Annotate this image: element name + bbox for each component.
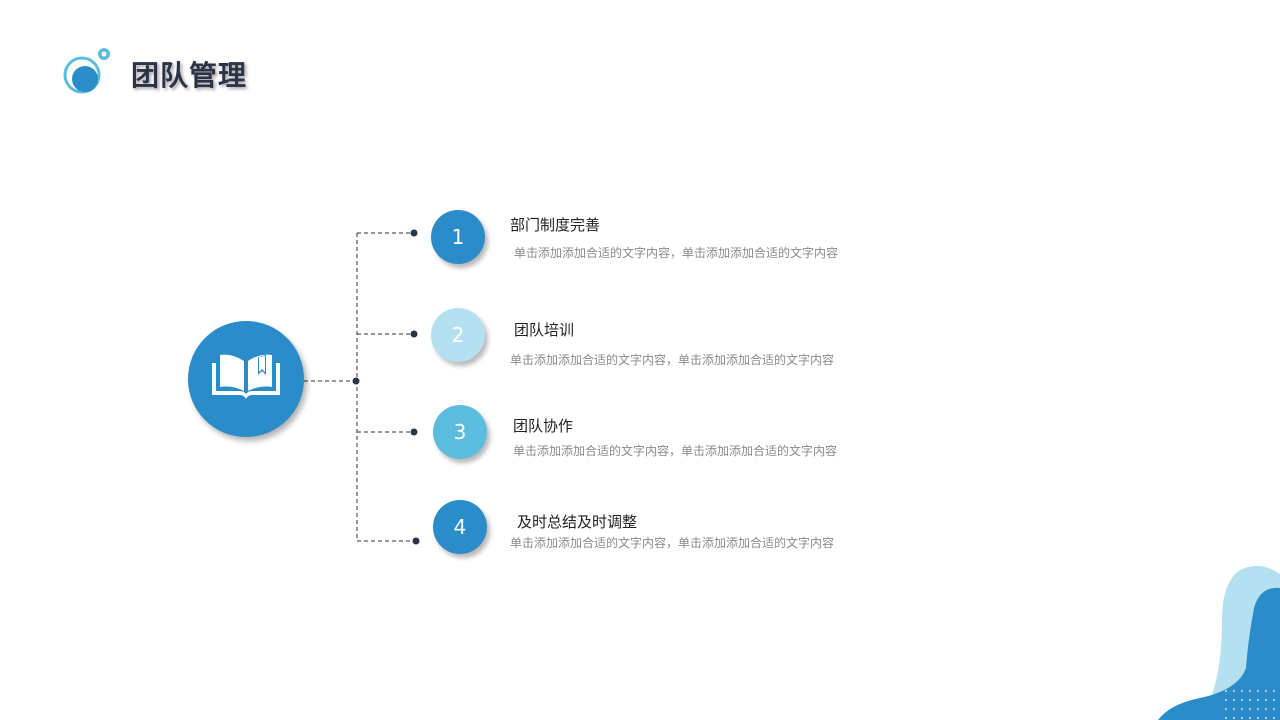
item-title: 及时总结及时调整 — [517, 513, 638, 531]
item-title: 部门制度完善 — [510, 216, 601, 234]
step-number-badge: 4 — [433, 500, 487, 554]
logo-bubbles-icon — [60, 44, 116, 100]
step-number-badge: 2 — [431, 308, 485, 362]
open-book-icon — [206, 349, 286, 409]
page-title: 团队管理 — [131, 59, 248, 92]
item-title: 团队培训 — [514, 321, 575, 339]
item-description: 单击添加添加合适的文字内容，单击添加添加合适的文字内容 — [510, 353, 835, 367]
item-description: 单击添加添加合适的文字内容，单击添加添加合适的文字内容 — [510, 536, 835, 550]
item-description: 单击添加添加合适的文字内容，单击添加添加合适的文字内容 — [514, 246, 839, 260]
hub-circle — [188, 321, 304, 437]
item-title: 团队协作 — [513, 417, 574, 435]
step-number-badge: 1 — [431, 210, 485, 264]
item-description: 单击添加添加合适的文字内容，单击添加添加合适的文字内容 — [513, 444, 838, 458]
corner-blob-decoration — [1158, 565, 1280, 720]
step-number-badge: 3 — [433, 405, 487, 459]
